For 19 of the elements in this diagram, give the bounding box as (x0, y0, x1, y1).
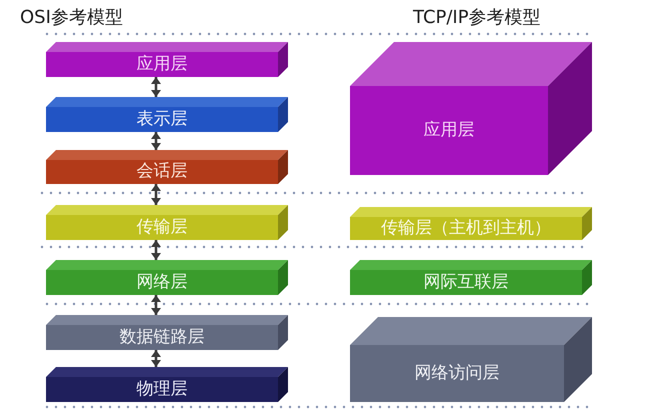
layer-label: 应用层 (424, 120, 474, 140)
layer-label: 传输层 (136, 218, 188, 238)
layer-label: 网际互联层 (424, 272, 508, 292)
column-heading: OSI参考模型 (20, 8, 123, 29)
double-arrow (151, 132, 161, 150)
double-arrow (151, 240, 161, 260)
layer-label: 网络层 (136, 272, 188, 292)
double-arrow (151, 184, 161, 205)
layer-label: 应用层 (136, 54, 188, 74)
column-heading: TCP/IP参考模型 (413, 8, 541, 29)
double-arrow (151, 350, 161, 367)
layer-label: 物理层 (136, 380, 188, 400)
layer-label: 数据链路层 (120, 328, 204, 348)
layer-label: 网络访问层 (414, 364, 500, 384)
layer-label: 传输层（主机到主机） (381, 218, 551, 238)
layer-label: 会话层 (136, 162, 188, 182)
double-arrow (151, 295, 161, 315)
double-arrow (151, 77, 161, 97)
layer-label: 表示层 (136, 110, 188, 130)
